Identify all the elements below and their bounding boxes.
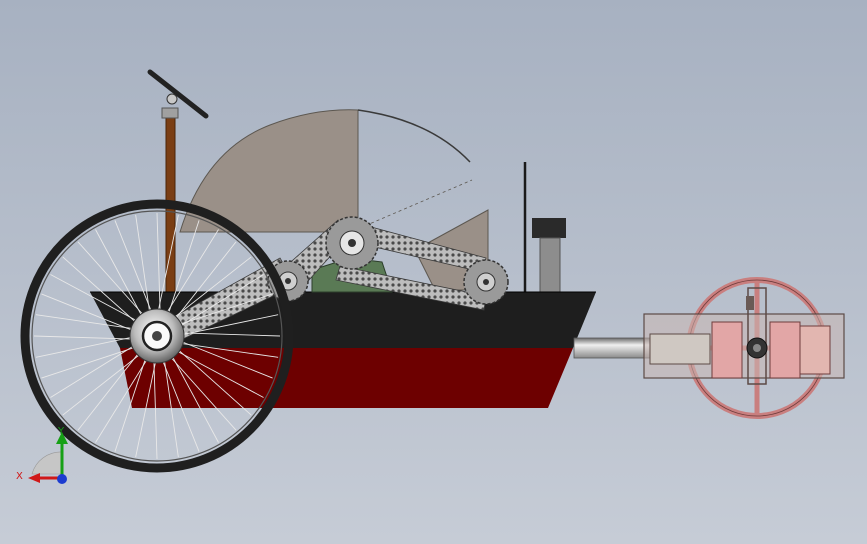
flywheel-assembly — [643, 277, 845, 419]
bicycle-wheel — [20, 199, 294, 473]
wheel-spoke — [41, 343, 146, 379]
sail-panel — [179, 109, 473, 233]
wheel-spoke — [162, 348, 179, 458]
wheel-spoke — [169, 341, 252, 416]
wheel-spoke — [41, 293, 144, 336]
x-axis-label: X — [16, 471, 23, 482]
wheel-spoke — [135, 349, 159, 458]
wheel-spoke — [95, 229, 148, 327]
wheel-spoke — [155, 214, 179, 323]
sprocket-top — [325, 216, 379, 270]
z-axis-dot — [57, 474, 67, 484]
deck-cylinder — [532, 218, 566, 293]
wheel-spoke — [166, 345, 219, 443]
y-axis-label: Y — [57, 426, 65, 437]
wheel-spoke — [164, 256, 252, 325]
wheel-spoke — [62, 256, 145, 331]
wheel-spokes — [33, 212, 281, 460]
wheel-spoke — [170, 314, 279, 338]
wheel-spoke — [33, 335, 144, 340]
wheel-spoke — [160, 229, 219, 323]
sprocket-right — [463, 259, 509, 305]
wheel-spoke — [95, 349, 154, 443]
wheel-spoke — [170, 336, 273, 379]
wheel-spoke — [62, 347, 150, 416]
drive-shaft — [573, 337, 651, 359]
x-axis-arrowhead — [28, 473, 40, 483]
wheel-spoke — [135, 214, 152, 324]
wheel-spoke — [168, 293, 273, 329]
y-axis-arrowhead — [56, 432, 68, 444]
coordinate-triad: Y X — [16, 426, 68, 484]
